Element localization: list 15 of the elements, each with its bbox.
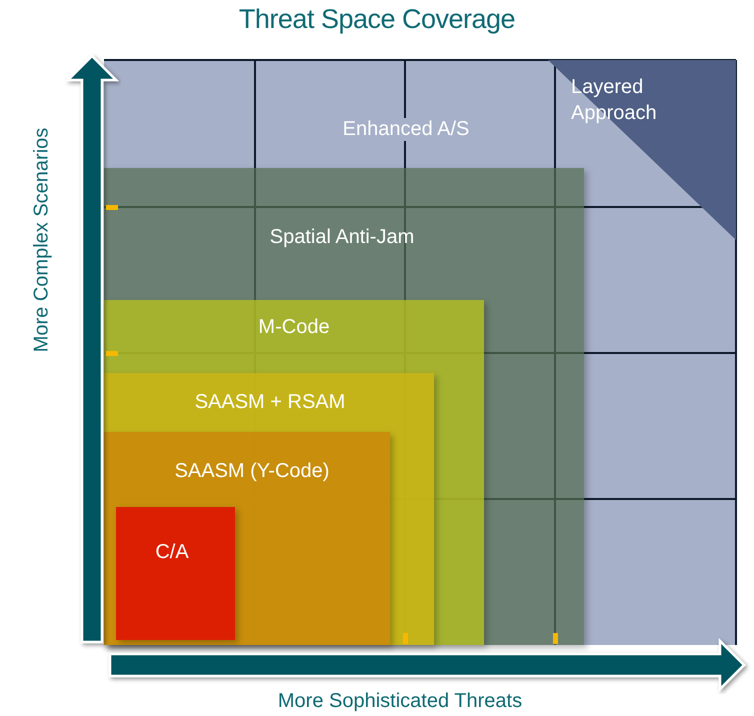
coverage-region [104, 432, 390, 645]
coverage-region [104, 300, 484, 645]
axis-label: More Sophisticated Threats [278, 690, 522, 713]
coverage-region [104, 373, 434, 645]
region-label: SAASM (Y-Code) [174, 460, 330, 483]
region-label: Layered Approach [571, 75, 658, 126]
region-label: SAASM + RSAM [194, 391, 346, 414]
diagram-title: Threat Space Coverage [238, 4, 516, 35]
region-label: M-Code [258, 316, 330, 339]
coverage-region [104, 60, 736, 645]
triangle-region [548, 60, 736, 240]
coverage-region [116, 507, 235, 640]
region-label: Spatial Anti-Jam [270, 226, 414, 249]
region-label: C/A [155, 541, 189, 564]
axis-label: More Complex Scenarios [30, 128, 54, 352]
